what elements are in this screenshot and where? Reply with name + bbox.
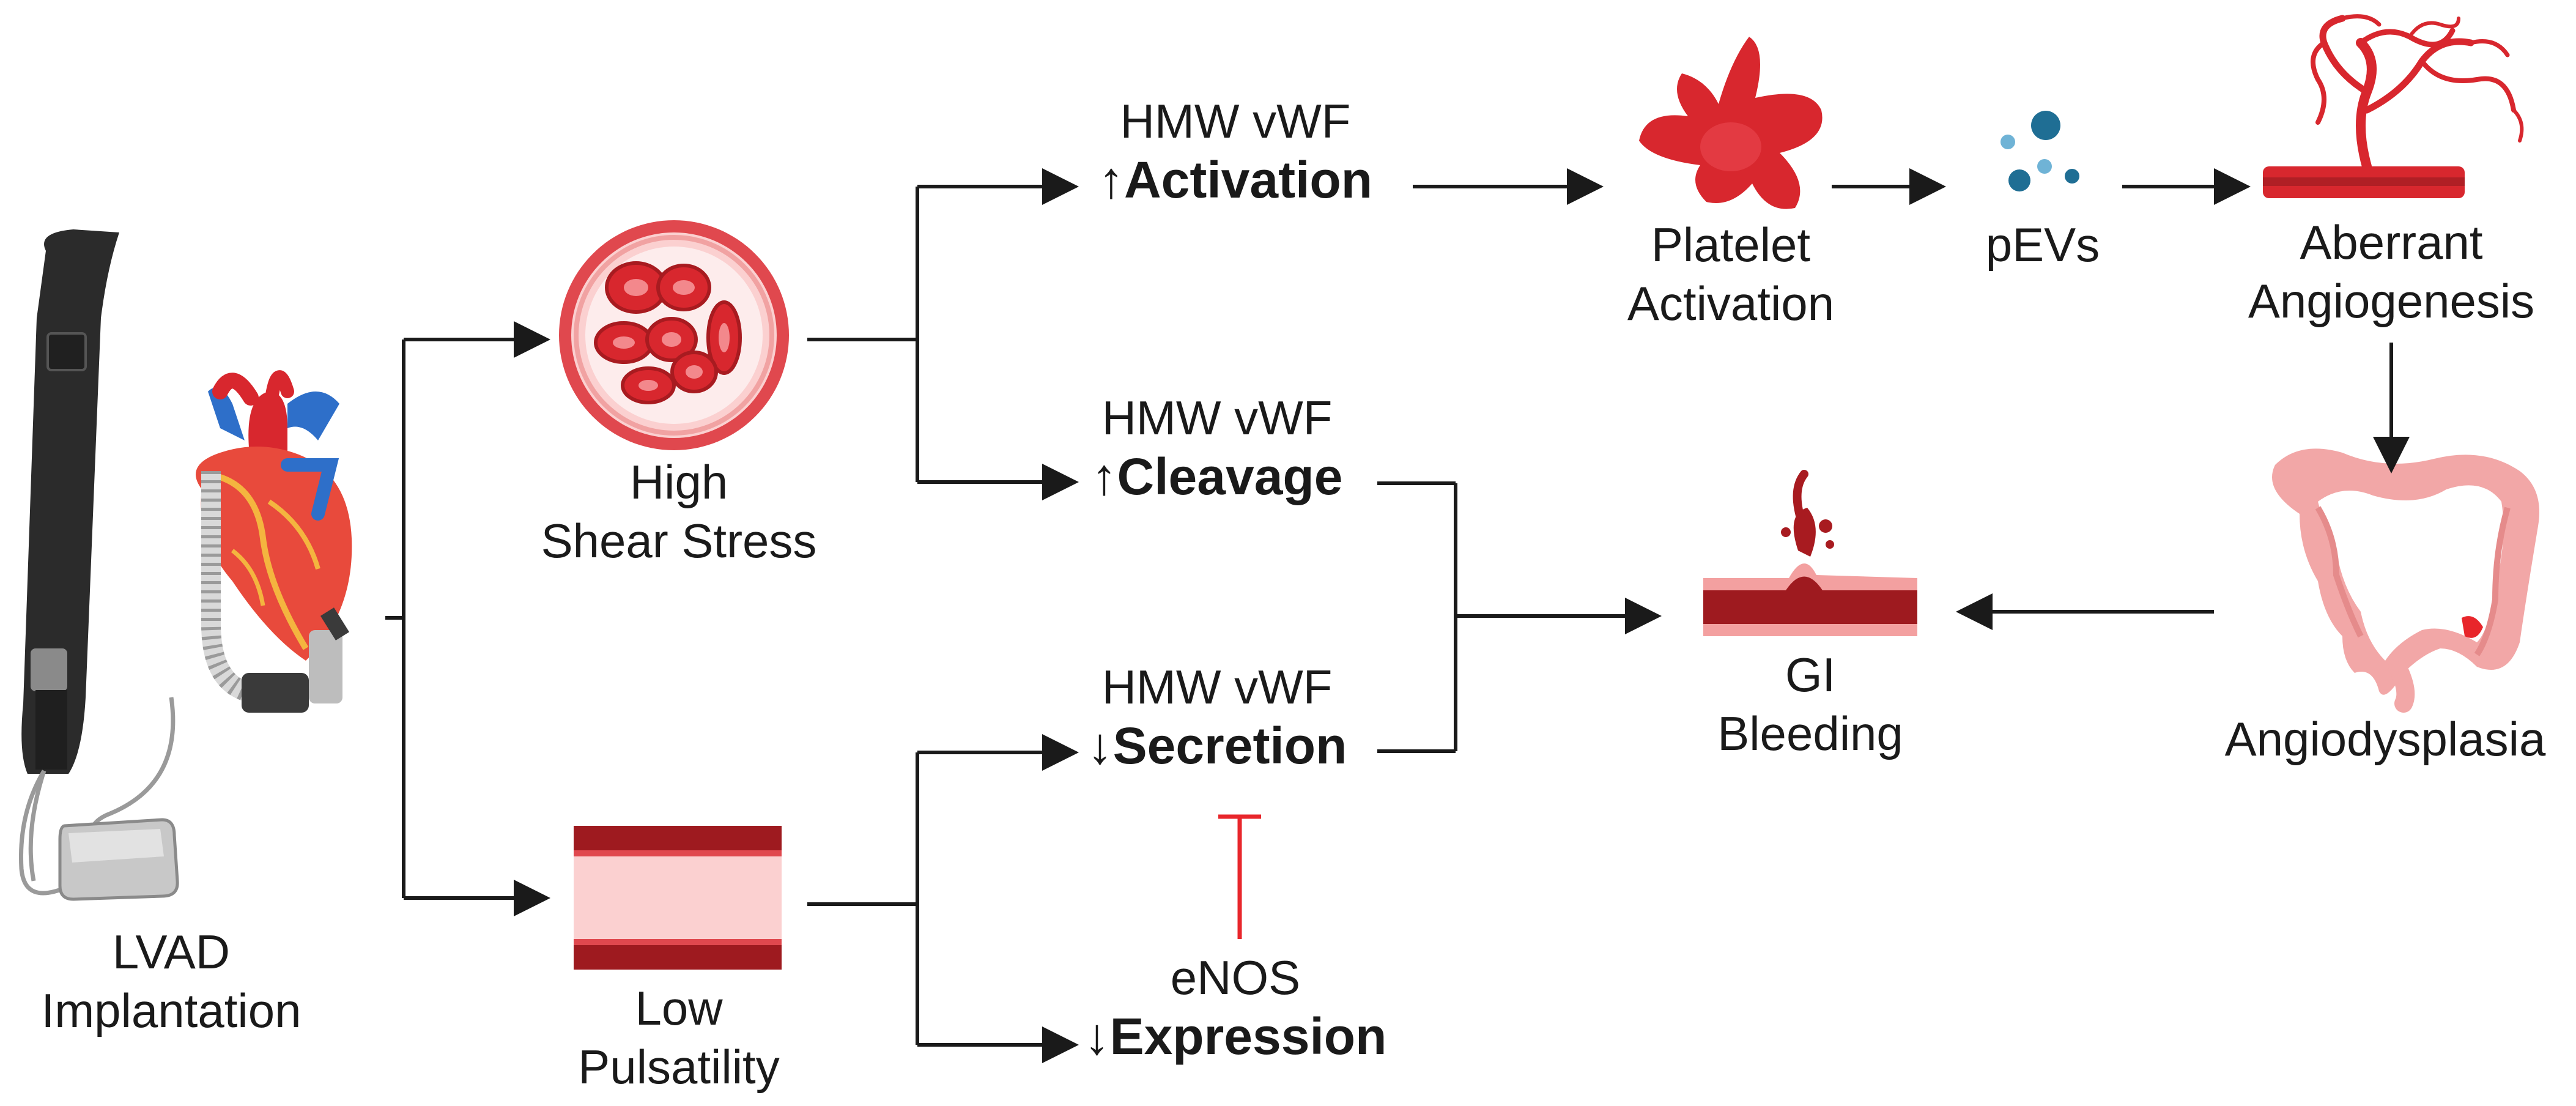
shear-stress-label: High Shear Stress (502, 453, 856, 570)
shear-stress-label-line2: Shear Stress (541, 514, 817, 568)
angiogenesis-label: Aberrant Angiogenesis (2214, 213, 2569, 330)
gi-bleeding-label: GI Bleeding (1657, 645, 1963, 763)
pevs-icon (2000, 111, 2079, 191)
pevs-label: pEVs (1926, 215, 2159, 274)
bleeding-vessel-icon (1703, 470, 1917, 636)
gi-bleeding-label-line1: GI (1785, 648, 1836, 702)
up-arrow-icon: ↑ (1091, 448, 1117, 505)
platelet-label: Platelet Activation (1578, 215, 1884, 333)
blood-vessel-cross-section-icon (559, 220, 789, 450)
angiogenesis-vessel-icon (2263, 14, 2524, 198)
colon-icon (2272, 448, 2539, 713)
platelet-label-line2: Activation (1627, 276, 1835, 330)
shear-stress-label-line1: High (629, 455, 728, 509)
up-arrow-icon: ↑ (1098, 151, 1124, 209)
connector-lines (385, 168, 2410, 1063)
pulsatility-label-line2: Pulsatility (578, 1040, 780, 1094)
lvad-label: LVAD Implantation (12, 922, 330, 1040)
secretion-action-label: Secretion (1112, 717, 1347, 774)
lvad-label-line1: LVAD (112, 925, 231, 979)
lvad-label-line2: Implantation (41, 984, 302, 1037)
pevs-label-line1: pEVs (1985, 218, 2100, 272)
enos-node: eNOS ↓Expression (1064, 948, 1407, 1067)
pulsatility-label: Low Pulsatility (502, 979, 856, 1096)
activation-action-label: Activation (1123, 151, 1373, 209)
angiogenesis-label-line1: Aberrant (2300, 215, 2483, 269)
secretion-node: HMW vWF ↓Secretion (1064, 658, 1370, 776)
cleavage-node: HMW vWF ↑Cleavage (1064, 388, 1370, 507)
platelet-label-line1: Platelet (1651, 218, 1811, 272)
gi-bleeding-label-line2: Bleeding (1717, 707, 1903, 760)
down-arrow-icon: ↓ (1084, 1008, 1110, 1065)
cleavage-top-label: HMW vWF (1101, 391, 1333, 445)
angiodysplasia-label-line1: Angiodysplasia (2224, 712, 2546, 766)
secretion-top-label: HMW vWF (1101, 660, 1333, 714)
lvad-device-icon (19, 229, 179, 901)
enos-action-label: Expression (1109, 1008, 1387, 1065)
platelet-icon (1639, 37, 1823, 209)
heart-icon (196, 370, 352, 713)
enos-top-label: eNOS (1170, 951, 1301, 1004)
cleavage-action-label: Cleavage (1117, 448, 1343, 505)
down-arrow-icon: ↓ (1087, 717, 1113, 774)
angiodysplasia-label: Angiodysplasia (2202, 710, 2569, 768)
activation-node: HMW vWF ↑Activation (1064, 92, 1407, 210)
activation-top-label: HMW vWF (1120, 94, 1351, 148)
inhibition-connector (1218, 814, 1261, 939)
vessel-wall-icon (574, 826, 782, 970)
pulsatility-label-line1: Low (635, 981, 723, 1035)
angiogenesis-label-line2: Angiogenesis (2248, 274, 2535, 328)
